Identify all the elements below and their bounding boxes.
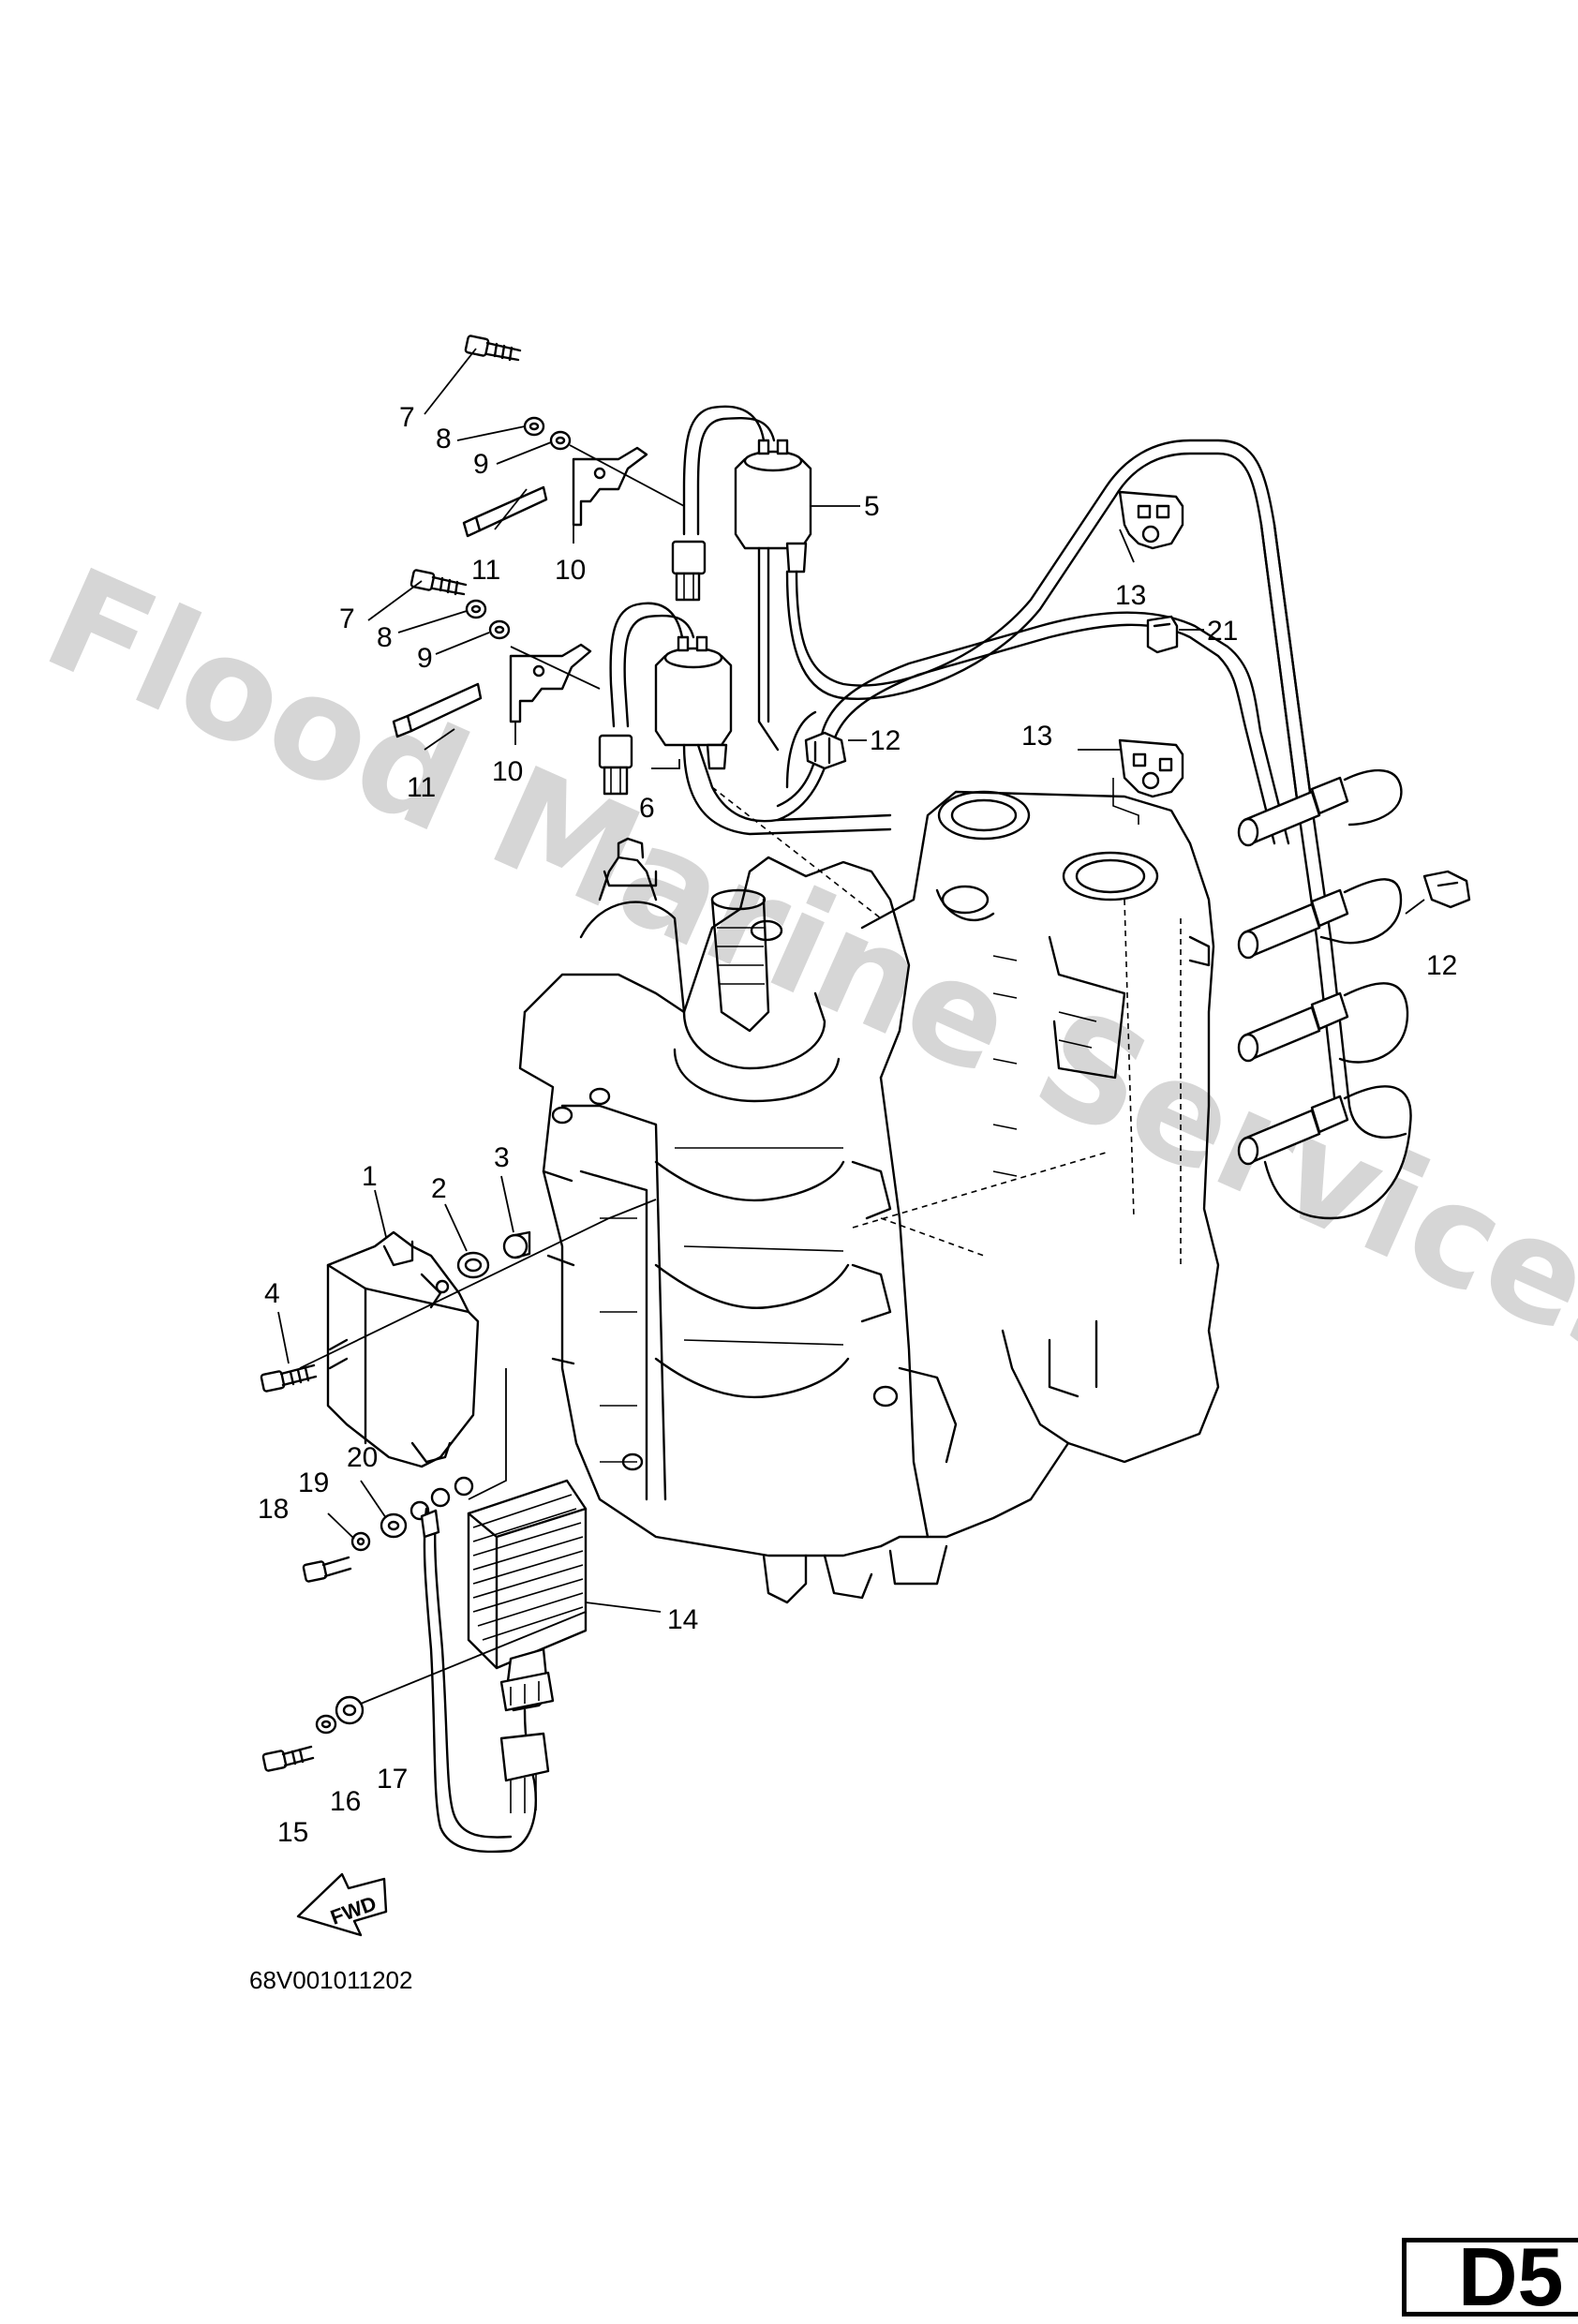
label-16: 16 <box>330 1786 361 1817</box>
label-8-lower: 8 <box>377 622 393 653</box>
clamp-12-right <box>1422 870 1471 909</box>
clamp-12-upper <box>804 731 847 770</box>
ground-washers <box>409 1476 474 1521</box>
label-15: 15 <box>277 1817 308 1848</box>
label-17: 17 <box>377 1764 408 1795</box>
washer-17 <box>335 1695 365 1725</box>
label-18: 18 <box>258 1494 289 1525</box>
label-3: 3 <box>494 1142 510 1173</box>
label-11-lower: 11 <box>407 772 436 803</box>
ignition-coil-lower <box>598 602 1290 845</box>
label-7-upper: 7 <box>399 402 415 433</box>
label-14: 14 <box>667 1604 698 1635</box>
bolt-7-lower <box>409 569 468 596</box>
collar-3 <box>502 1230 531 1259</box>
page-id: D5 <box>1458 2230 1564 2323</box>
label-2: 2 <box>431 1173 447 1204</box>
bracket-10-upper <box>572 446 648 527</box>
band-11-upper <box>462 485 548 538</box>
label-9-upper: 9 <box>473 449 489 480</box>
washers-8-9-upper <box>523 416 572 451</box>
label-21: 21 <box>1207 616 1238 647</box>
label-1: 1 <box>362 1161 378 1192</box>
diagram-code: 68V001011202 <box>249 1966 412 1994</box>
label-7-lower: 7 <box>339 603 355 634</box>
label-5: 5 <box>864 491 880 522</box>
bolt-7-upper <box>464 335 522 362</box>
grommet-2 <box>456 1251 490 1279</box>
fwd-arrow-icon: FWD <box>296 1872 388 1937</box>
label-12-right: 12 <box>1426 950 1457 981</box>
label-4: 4 <box>264 1278 280 1309</box>
label-8-upper: 8 <box>436 424 452 454</box>
ignition-coil-upper <box>671 405 1314 808</box>
bolt-18 <box>302 1556 352 1583</box>
washer-16 <box>315 1714 337 1735</box>
label-9-lower: 9 <box>417 643 433 674</box>
leader-lines <box>277 348 1425 1613</box>
spark-plug-caps <box>1237 523 1412 1220</box>
washer-20 <box>380 1512 408 1539</box>
label-11-upper: 11 <box>471 555 500 586</box>
clamp-13-upper <box>1118 490 1184 550</box>
washer-19 <box>350 1531 371 1552</box>
page-id-box <box>1402 2238 1578 2317</box>
clamp-21 <box>1146 615 1179 654</box>
label-13-lower: 13 <box>1021 721 1052 752</box>
band-11-lower <box>392 682 483 738</box>
label-13-upper: 13 <box>1115 580 1146 611</box>
engine-block <box>518 786 1220 1604</box>
bracket-10-lower <box>509 643 592 723</box>
clamp-13-lower <box>1112 738 1184 825</box>
label-20: 20 <box>347 1442 378 1473</box>
label-6: 6 <box>639 793 655 824</box>
label-10-lower: 10 <box>492 756 523 787</box>
bolt-15 <box>261 1745 315 1772</box>
rectifier-regulator-14 <box>467 1479 588 1853</box>
label-12-upper: 12 <box>870 725 901 756</box>
part-number-labels: 7 8 9 5 11 10 13 21 7 8 9 13 12 11 10 6 … <box>258 402 1457 1848</box>
label-19: 19 <box>298 1467 329 1498</box>
washers-8-9-lower <box>465 599 511 640</box>
bolt-4 <box>260 1363 318 1393</box>
cdi-unit-1 <box>326 1230 480 1468</box>
label-10-upper: 10 <box>555 555 586 586</box>
